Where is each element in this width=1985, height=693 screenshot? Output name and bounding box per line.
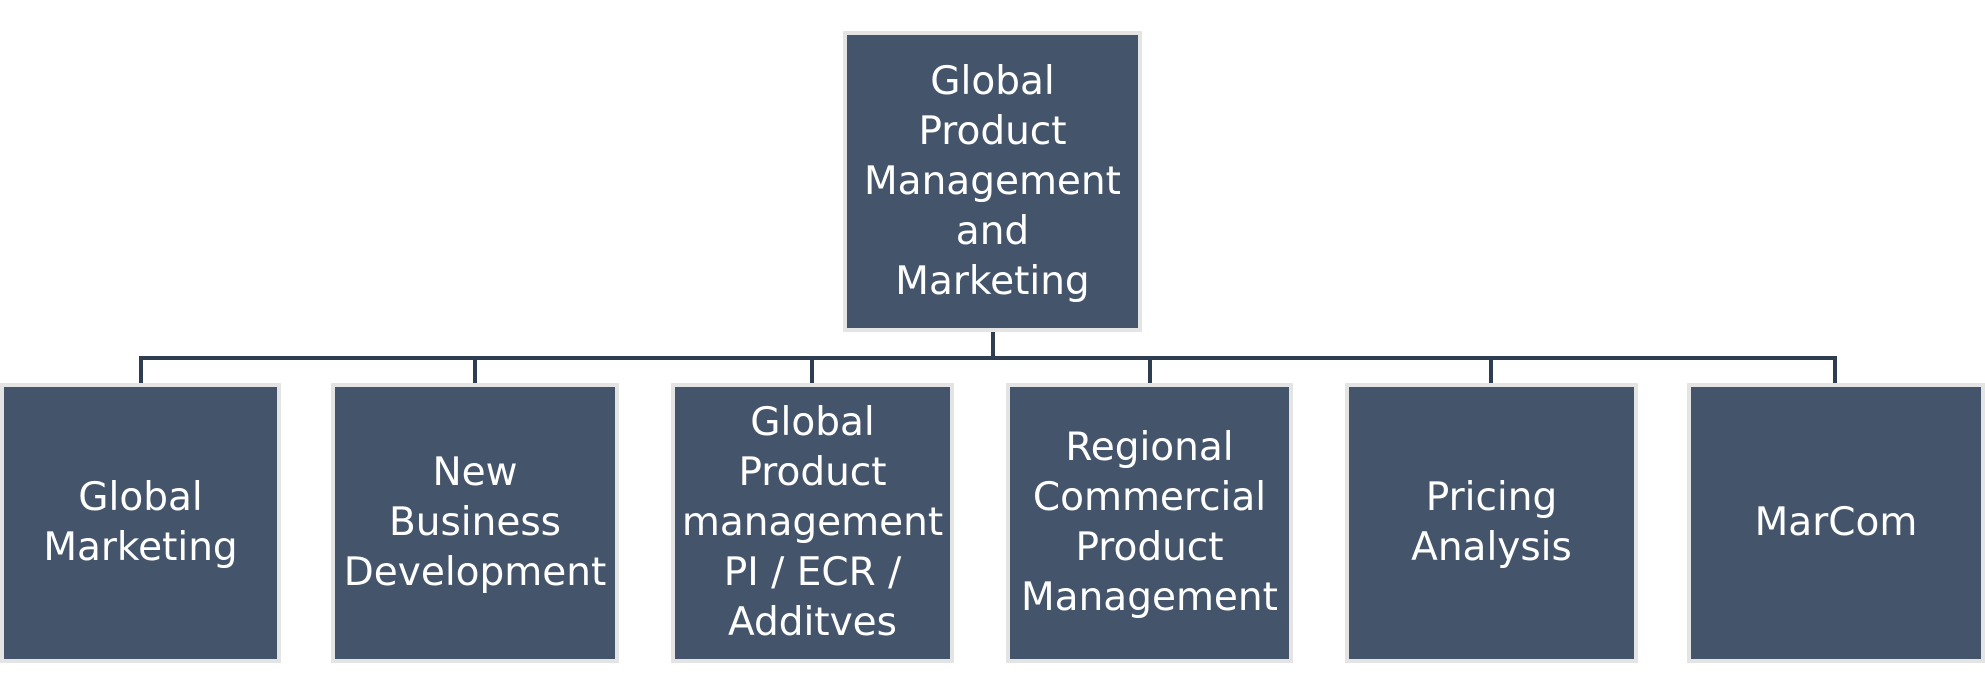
- root-node-label: Global Product Management and Marketing: [864, 58, 1121, 304]
- child-node-label: Global Product management PI / ECR / Add…: [681, 400, 944, 645]
- child-node-global-product-management: Global Product management PI / ECR / Add…: [671, 383, 954, 663]
- child-node-global-marketing: Global Marketing: [0, 383, 281, 663]
- child-node-label: Regional Commercial Product Management: [1021, 425, 1278, 620]
- child-node-marcom: MarCom: [1687, 383, 1985, 663]
- child-node-regional-commercial-product-management: Regional Commercial Product Management: [1006, 383, 1293, 663]
- child-node-label: Global Marketing: [43, 475, 238, 570]
- root-node: Global Product Management and Marketing: [843, 31, 1142, 332]
- child-node-new-business-development: New Business Development: [331, 383, 619, 663]
- child-node-label: New Business Development: [343, 450, 607, 595]
- child-node-pricing-analysis: Pricing Analysis: [1345, 383, 1638, 663]
- child-node-label: Pricing Analysis: [1411, 475, 1572, 570]
- child-node-label: MarCom: [1754, 500, 1918, 545]
